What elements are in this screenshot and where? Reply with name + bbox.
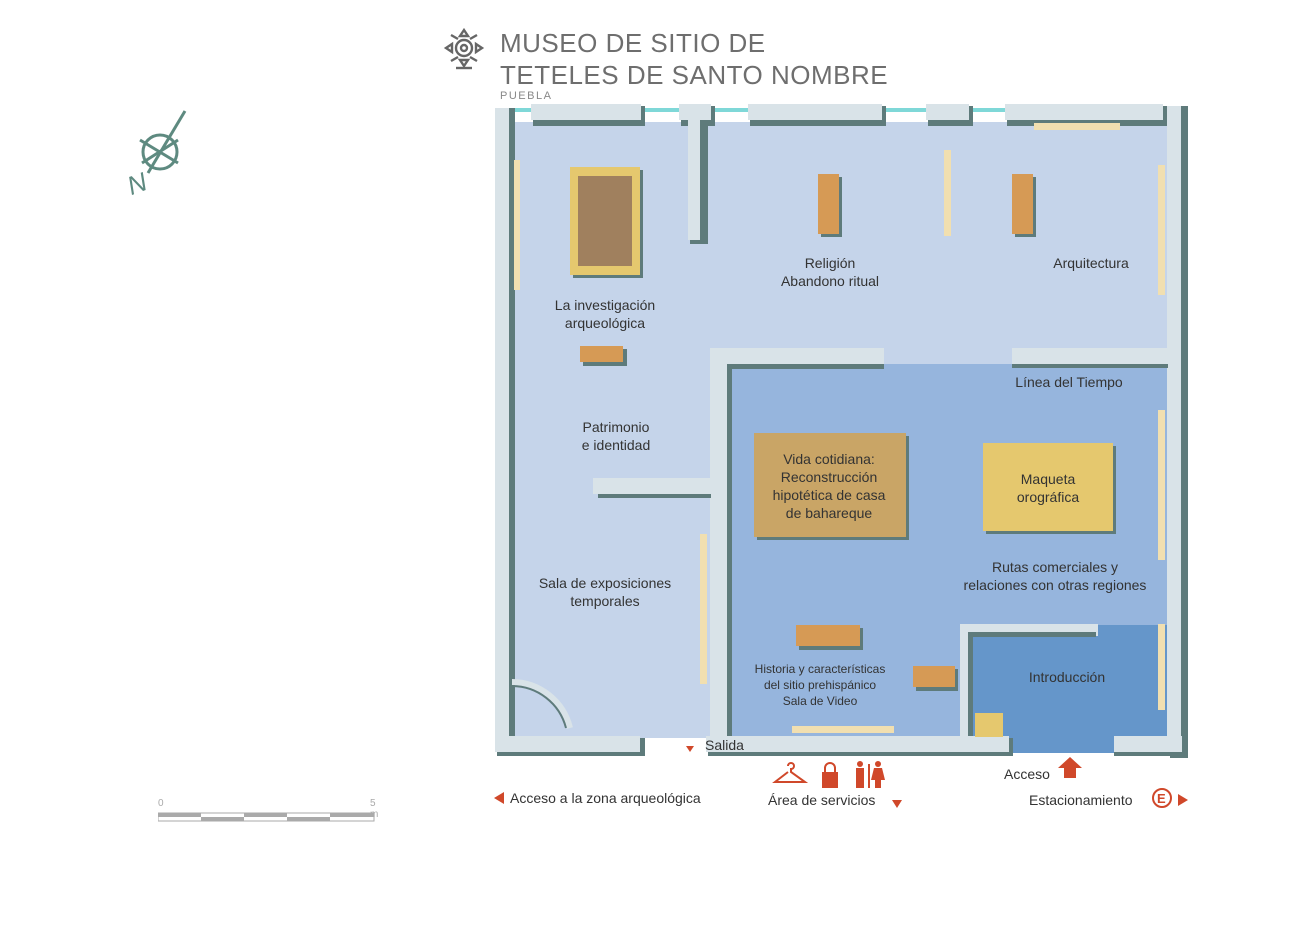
compass-icon: N bbox=[123, 110, 187, 201]
salida-label: Salida bbox=[705, 737, 744, 753]
locker-icon bbox=[822, 762, 838, 788]
exit-door bbox=[511, 679, 573, 729]
cloakroom-icon bbox=[772, 762, 809, 783]
room-arquitectura: Arquitectura bbox=[1053, 255, 1129, 271]
area-servicios-link[interactable]: Área de servicios bbox=[768, 792, 876, 808]
wall-panels bbox=[514, 123, 1165, 733]
scale-bar: 0 5 m bbox=[158, 798, 378, 828]
subtitle: PUEBLA bbox=[500, 90, 553, 102]
zona-arqueologica-link[interactable]: Acceso a la zona arqueológica bbox=[510, 790, 701, 806]
showcases bbox=[570, 167, 1116, 737]
title-line-2: TETELES DE SANTO NOMBRE bbox=[500, 60, 889, 90]
room-linea-tiempo: Línea del Tiempo bbox=[1015, 374, 1123, 390]
walls bbox=[495, 104, 1188, 758]
service-icons bbox=[772, 761, 885, 788]
museum-logo-icon bbox=[443, 27, 485, 70]
salida-arrow-icon bbox=[686, 746, 694, 752]
scale-start: 0 bbox=[158, 798, 164, 809]
estacionamiento-link[interactable]: Estacionamiento bbox=[1029, 792, 1133, 808]
acceso-arrow-icon[interactable] bbox=[1058, 757, 1082, 778]
zona-arrow-icon[interactable] bbox=[494, 792, 504, 804]
acceso-label[interactable]: Acceso bbox=[1004, 766, 1050, 782]
scale-bar-graphic bbox=[158, 812, 375, 822]
title-line-1: MUSEO DE SITIO DE bbox=[500, 28, 766, 58]
floor-introduccion bbox=[972, 625, 1169, 753]
estacionamiento-arrow-icon[interactable] bbox=[1178, 794, 1188, 806]
restroom-icon bbox=[856, 761, 885, 788]
servicios-arrow-icon[interactable] bbox=[892, 800, 902, 808]
estacionamiento-badge-icon bbox=[1152, 788, 1172, 808]
room-introduccion: Introducción bbox=[1028, 669, 1106, 685]
estacionamiento-badge: E bbox=[1157, 791, 1166, 806]
